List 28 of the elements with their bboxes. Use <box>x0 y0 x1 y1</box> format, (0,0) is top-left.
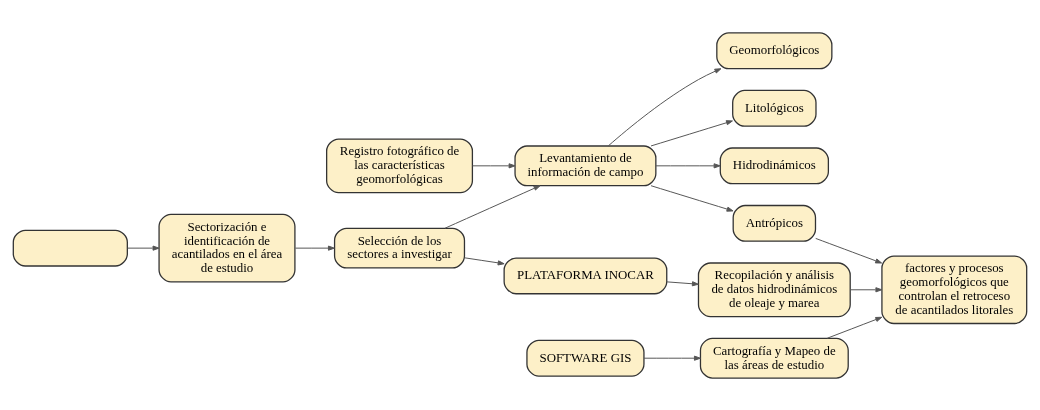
arrow <box>826 316 883 339</box>
node-box: Selección de los sectores a investigar <box>333 227 466 269</box>
node-box: Geomorfológicos <box>716 31 833 69</box>
node-box: Sectorización e identificación de acantilados en el área de estudio <box>158 213 296 282</box>
arrow <box>666 280 699 286</box>
node-box: Levantamiento de información de campo <box>514 144 657 186</box>
arrow <box>294 245 335 251</box>
arrow <box>815 237 883 263</box>
arrow <box>655 162 721 168</box>
node-box: PLATAFORMA INOCAR <box>503 256 668 294</box>
arrow <box>444 184 541 229</box>
node-box: Cartografía y Mapeo de las áreas de estudio <box>699 337 849 379</box>
arrow <box>643 355 701 361</box>
arrow <box>464 256 505 265</box>
arrow <box>650 119 733 146</box>
arrow <box>849 286 883 292</box>
node-box: Registro fotográfico de las características geomorfológicas <box>326 137 474 193</box>
node-box: Antrópicos <box>732 204 817 242</box>
node-box <box>12 229 128 267</box>
node-box: SOFTWARE GIS <box>526 339 645 377</box>
arrow <box>471 162 516 168</box>
node-box: Hidrodinámicos <box>719 146 830 184</box>
node-box: factores y procesos geomorfológicos que controlan el retroceso de acantilados litorales <box>881 254 1028 324</box>
node-box: Litológicos <box>732 89 817 127</box>
node-box: Recopilación y análisis de datos hidrodinámicos de oleaje y marea <box>697 261 851 317</box>
arrow <box>127 245 160 251</box>
arrow <box>607 67 722 146</box>
arrow <box>650 184 734 212</box>
